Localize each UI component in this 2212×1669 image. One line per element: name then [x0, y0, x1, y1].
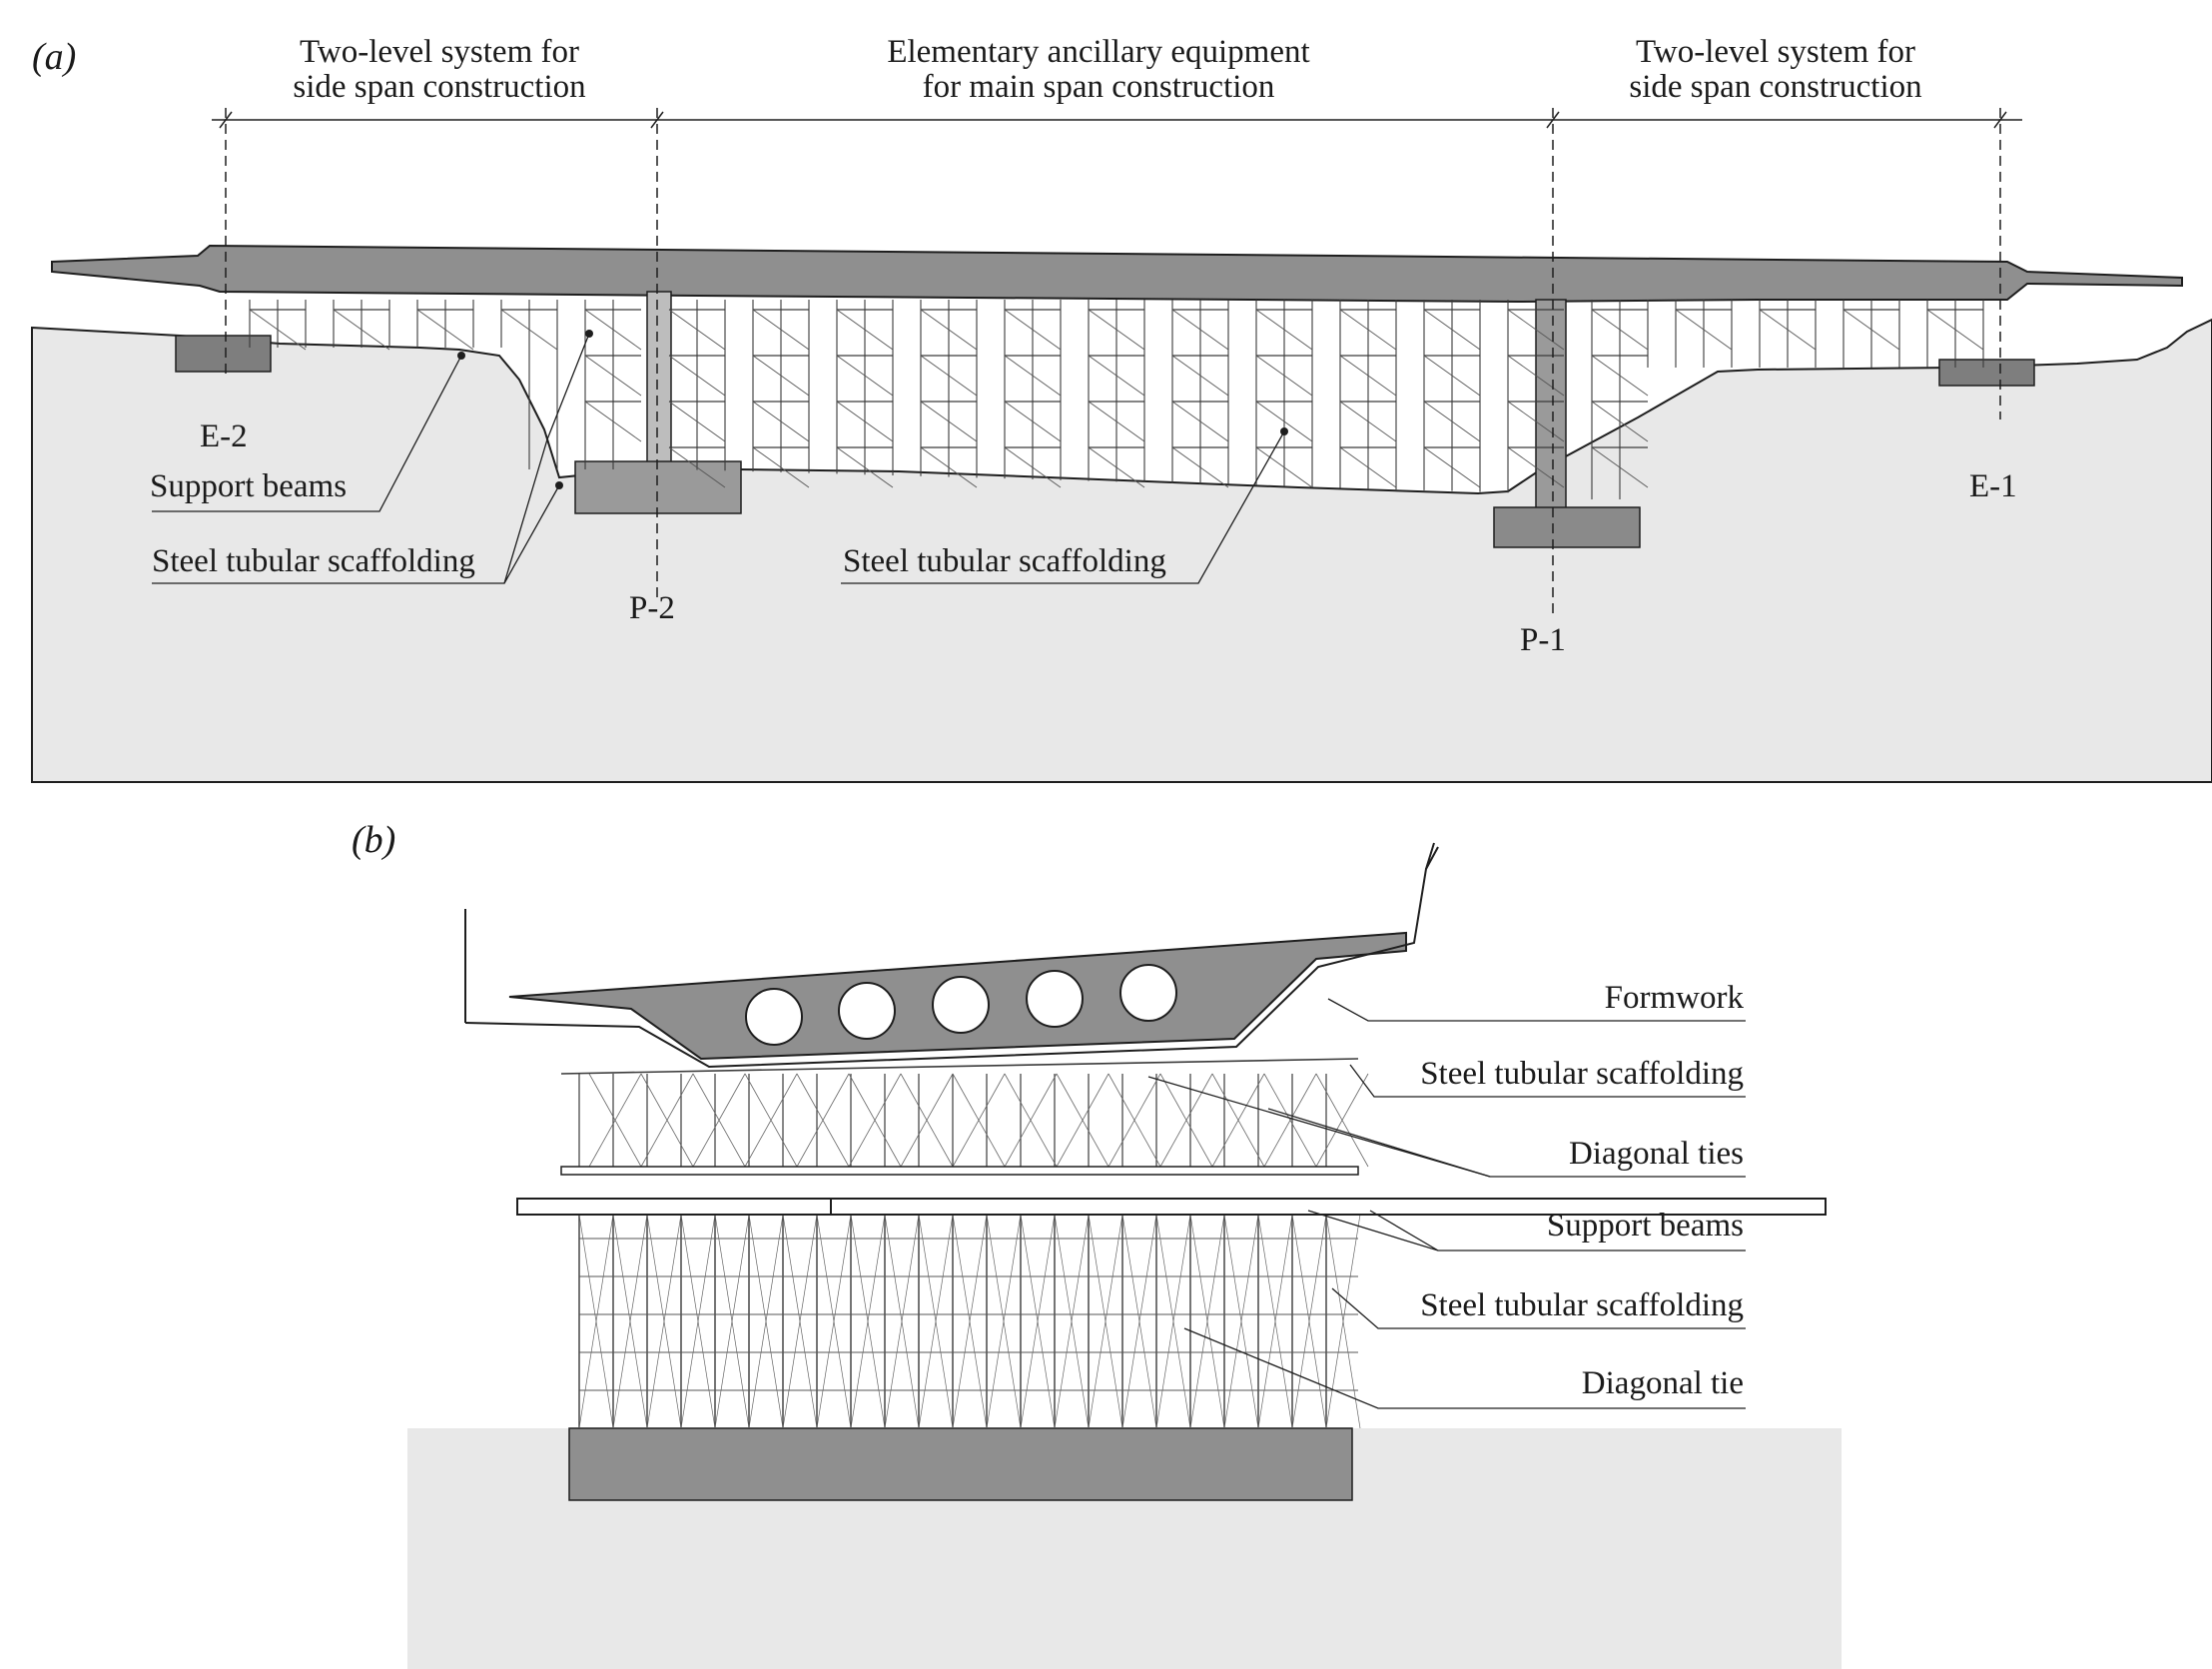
- callout-scaffolding-upper: Steel tubular scaffolding: [1420, 1056, 1744, 1092]
- header-right-line2: side span construction: [1629, 68, 1922, 105]
- label-p2: P-2: [629, 590, 675, 626]
- callout-scaffolding-lower: Steel tubular scaffolding: [1420, 1287, 1744, 1323]
- bridge-deck-a: [51, 244, 2183, 304]
- girder-void: [932, 976, 990, 1034]
- header-left-line1: Two-level system for: [300, 34, 579, 70]
- abutment-e2: [175, 335, 272, 373]
- callout-support-beams-b: Support beams: [1546, 1208, 1744, 1244]
- formwork-b: [464, 842, 1439, 1069]
- foundation-p2: [574, 460, 742, 514]
- panel-b-section: [407, 842, 1842, 1669]
- callout-leaders-b: [1147, 998, 1746, 1409]
- abutment-e1: [1938, 359, 2035, 387]
- callout-support-beams-a: Support beams: [150, 468, 348, 504]
- girder-void: [838, 982, 896, 1040]
- header-right-line1: Two-level system for: [1636, 34, 1915, 70]
- girder-void: [1026, 970, 1084, 1028]
- callout-formwork: Formwork: [1604, 980, 1744, 1016]
- label-p1: P-1: [1520, 622, 1566, 658]
- foundation-p1: [1493, 506, 1641, 548]
- header-right: Two-level system for side span construct…: [1616, 35, 1935, 104]
- girder-void: [745, 988, 803, 1046]
- pier-p1: [1535, 299, 1567, 512]
- callout-diagonal-ties: Diagonal ties: [1568, 1136, 1744, 1172]
- header-middle: Elementary ancillary equipment for main …: [859, 35, 1338, 104]
- header-mid-line2: for main span construction: [922, 68, 1275, 105]
- foundation-b: [568, 1427, 1353, 1501]
- callout-leaders-a: [152, 333, 1285, 584]
- panel-a-section: [31, 108, 2212, 783]
- callout-diagonal-tie: Diagonal tie: [1581, 1365, 1744, 1401]
- terrain-a: [31, 318, 2212, 783]
- girder-voids: [745, 964, 1177, 1046]
- callout-scaffolding-left-a: Steel tubular scaffolding: [152, 543, 475, 579]
- header-mid-line1: Elementary ancillary equipment: [887, 34, 1310, 70]
- header-left-line2: side span construction: [293, 68, 586, 105]
- pier-p2: [646, 291, 672, 472]
- callout-scaffolding-main-a: Steel tubular scaffolding: [843, 543, 1166, 579]
- girder-void: [1119, 964, 1177, 1022]
- scaffolding-a: [249, 300, 1984, 499]
- upper-beam-b: [560, 1166, 1359, 1176]
- support-beam-b-2: [830, 1198, 1827, 1216]
- scaffolding-b: [560, 1058, 1369, 1429]
- label-e2: E-2: [200, 418, 248, 454]
- dimension-line: [212, 108, 2022, 619]
- header-left: Two-level system for side span construct…: [280, 35, 599, 104]
- support-beam-b: [516, 1198, 832, 1216]
- label-e1: E-1: [1969, 468, 2017, 504]
- panel-b-letter: (b): [352, 819, 396, 861]
- panel-a-letter: (a): [32, 36, 77, 78]
